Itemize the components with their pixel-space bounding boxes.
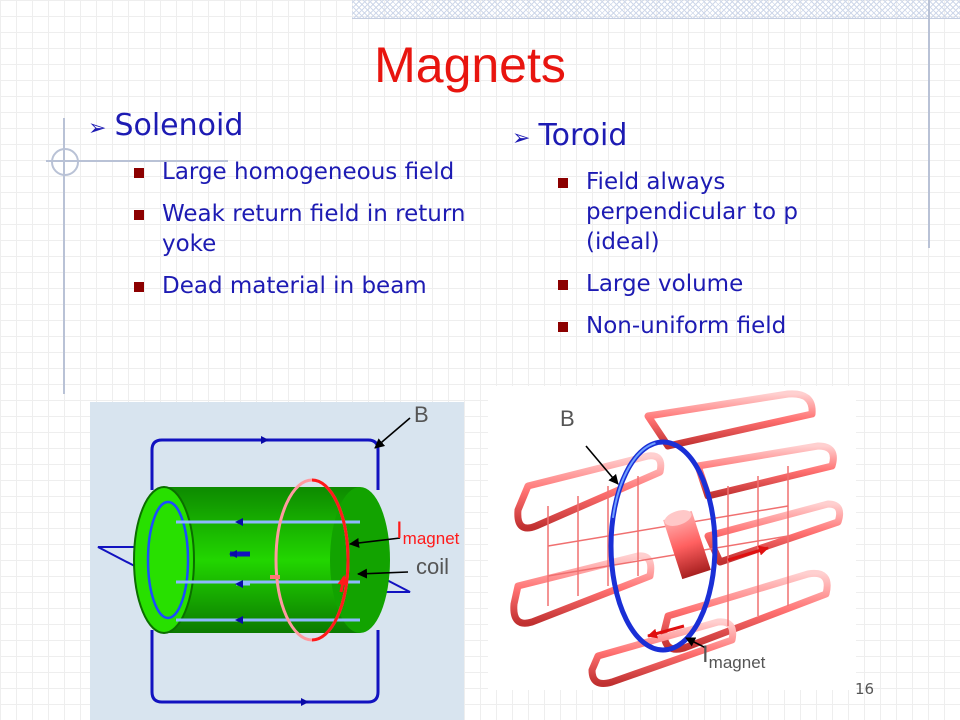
toroid-field-label-b: B [560,406,575,431]
list-item: Weak return field in return yoke [134,199,468,259]
field-label-b: B [414,402,429,427]
arrow-bullet-icon: ➢ [88,116,107,141]
header-hatch-band [352,0,960,19]
solenoid-column: ➢ Solenoid Large homogeneous field Weak … [88,108,468,313]
toroid-current-label: Imagnet [702,641,766,672]
solenoid-heading-text: Solenoid [114,108,244,143]
slide-title: Magnets [374,37,566,93]
list-item: Field always perpendicular to p (ideal) [558,167,872,257]
square-bullet-icon [558,178,568,188]
toroid-heading: ➢ Toroid [512,118,872,153]
list-item: Large volume [558,269,872,299]
list-item: Dead material in beam [134,271,468,301]
solenoid-heading: ➢ Solenoid [88,108,468,143]
toroid-diagram: B Imagnet [488,386,856,690]
toroid-column: ➢ Toroid Field always perpendicular to p… [512,118,872,353]
frame-circle-ornament [51,148,79,176]
square-bullet-icon [134,282,144,292]
page-number: 16 [855,680,875,698]
solenoid-bullet-list: Large homogeneous field Weak return fiel… [134,157,468,301]
solenoid-diagram: B Imagnet coil [90,402,464,720]
frame-right-line [928,0,930,248]
square-bullet-icon [558,322,568,332]
toroid-bullet-list: Field always perpendicular to p (ideal) … [558,167,872,341]
current-label: Imagnet [396,517,460,548]
arrow-bullet-icon: ➢ [512,126,531,151]
coil-label: coil [416,554,449,579]
frame-vertical-line [63,118,65,394]
square-bullet-icon [134,210,144,220]
square-bullet-icon [134,168,144,178]
list-item: Non-uniform field [558,311,872,341]
toroid-heading-text: Toroid [538,118,628,153]
square-bullet-icon [558,280,568,290]
frame-horizontal-line [46,160,228,162]
list-item: Large homogeneous field [134,157,468,187]
